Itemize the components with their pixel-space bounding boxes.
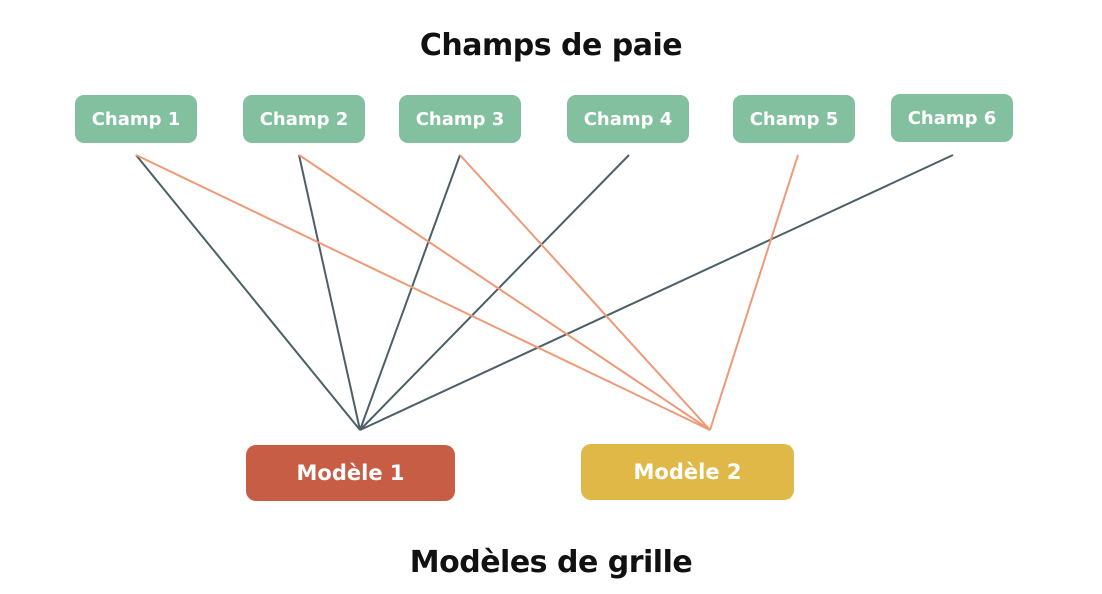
link-f1-t1 xyxy=(135,154,361,431)
template-node-1: Modèle 1 xyxy=(246,445,455,501)
field-node-2: Champ 2 xyxy=(243,95,365,143)
link-f5-t2 xyxy=(709,154,799,431)
diagram-title-bottom: Modèles de grille xyxy=(409,545,693,580)
link-f3-t1 xyxy=(359,154,461,431)
link-f2-t2 xyxy=(298,154,711,431)
link-f6-t1 xyxy=(359,154,954,431)
field-node-1: Champ 1 xyxy=(75,95,197,143)
field-node-3: Champ 3 xyxy=(399,95,521,143)
diagram-title-top: Champs de paie xyxy=(419,28,683,63)
link-f1-t2 xyxy=(135,154,711,431)
link-f2-t1 xyxy=(298,154,361,431)
link-f3-t2 xyxy=(459,154,711,431)
field-node-5: Champ 5 xyxy=(733,95,855,143)
field-node-4: Champ 4 xyxy=(567,95,689,143)
template-node-2: Modèle 2 xyxy=(581,444,794,500)
link-f4-t1 xyxy=(359,154,630,431)
field-node-6: Champ 6 xyxy=(891,94,1013,142)
